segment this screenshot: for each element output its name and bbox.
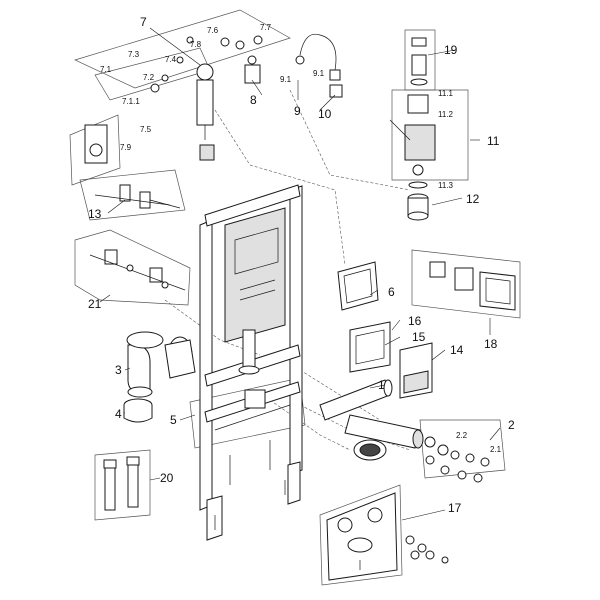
part-7-9-card [84,124,108,164]
label-9-1-b: 9.1 [313,69,325,78]
part-18-kit [429,261,516,311]
label-7: 7 [140,15,147,29]
callout-box-11 [391,89,469,181]
part-drain-collar [353,439,387,461]
callout-box-17 [319,484,403,586]
part-10-valve [329,84,343,98]
label-9-1-a: 9.1 [280,75,292,84]
part-7-small-fittings [150,35,263,93]
label-18: 18 [484,337,498,351]
label-11-1: 11.1 [438,89,454,98]
part-13-brackets [94,184,181,209]
part-14-flush-plate [399,342,433,399]
callout-box-2 [419,419,506,479]
label-4: 4 [115,407,122,421]
callout-box-5 [189,377,306,449]
callout-labels: 7 7.6 7.7 7.8 7.3 7.4 7.1 7.2 7.1.1 7.5 … [88,15,515,515]
callout-box-7 [74,9,291,89]
label-8: 8 [250,93,257,107]
label-7-1-1: 7.1.1 [122,97,140,106]
label-7-4: 7.4 [165,55,177,64]
label-1: 1 [378,378,385,392]
label-7-7: 7.7 [260,23,272,32]
label-7-1: 7.1 [100,65,112,74]
label-9: 9 [294,104,301,118]
part-3-elbow [126,331,196,398]
part-5-bolts [214,440,286,530]
label-7-8: 7.8 [190,40,202,49]
leader-lines [99,27,501,521]
label-2-2: 2.2 [456,431,468,440]
label-17: 17 [448,501,462,515]
part-2-drain-set [344,414,490,483]
label-2-1: 2.1 [490,445,502,454]
part-8-angle-valve [244,55,261,84]
callout-box-18 [411,249,521,319]
label-7-3: 7.3 [128,50,140,59]
part-20-mounting-brackets [103,456,140,511]
part-6-pad [337,261,379,311]
label-13: 13 [88,207,102,221]
label-7-9: 7.9 [120,143,132,152]
callout-box-20 [94,449,151,521]
callout-box-21 [74,229,191,306]
label-12: 12 [466,192,480,206]
part-7-fill-valve [196,63,215,161]
part-17-plate [326,492,449,581]
label-7-5: 7.5 [140,125,152,134]
label-7-6: 7.6 [207,26,219,35]
callout-box-7-9 [69,114,121,186]
callout-box-13 [79,169,186,221]
label-7-2: 7.2 [143,73,155,82]
label-11-3: 11.3 [438,181,454,190]
part-4-ring [123,398,153,423]
part-11-flush-valve [389,94,436,189]
label-16: 16 [408,314,422,328]
installation-frame [199,184,303,541]
part-1-connector [319,379,393,421]
label-20: 20 [160,471,174,485]
label-21: 21 [88,297,102,311]
label-6: 6 [388,285,395,299]
label-3: 3 [115,363,122,377]
label-5: 5 [170,413,177,427]
label-2: 2 [508,418,515,432]
label-15: 15 [412,330,426,344]
label-11-2: 11.2 [438,110,454,119]
part-21-brackets [89,249,186,291]
part-9-hose [295,33,341,81]
part-19-small-parts [410,37,428,86]
label-11: 11 [487,134,500,148]
part-16-mount-frame [349,321,391,373]
part-12-seal [407,193,429,221]
label-14: 14 [450,343,464,357]
label-19: 19 [444,43,458,57]
label-10: 10 [318,107,332,121]
